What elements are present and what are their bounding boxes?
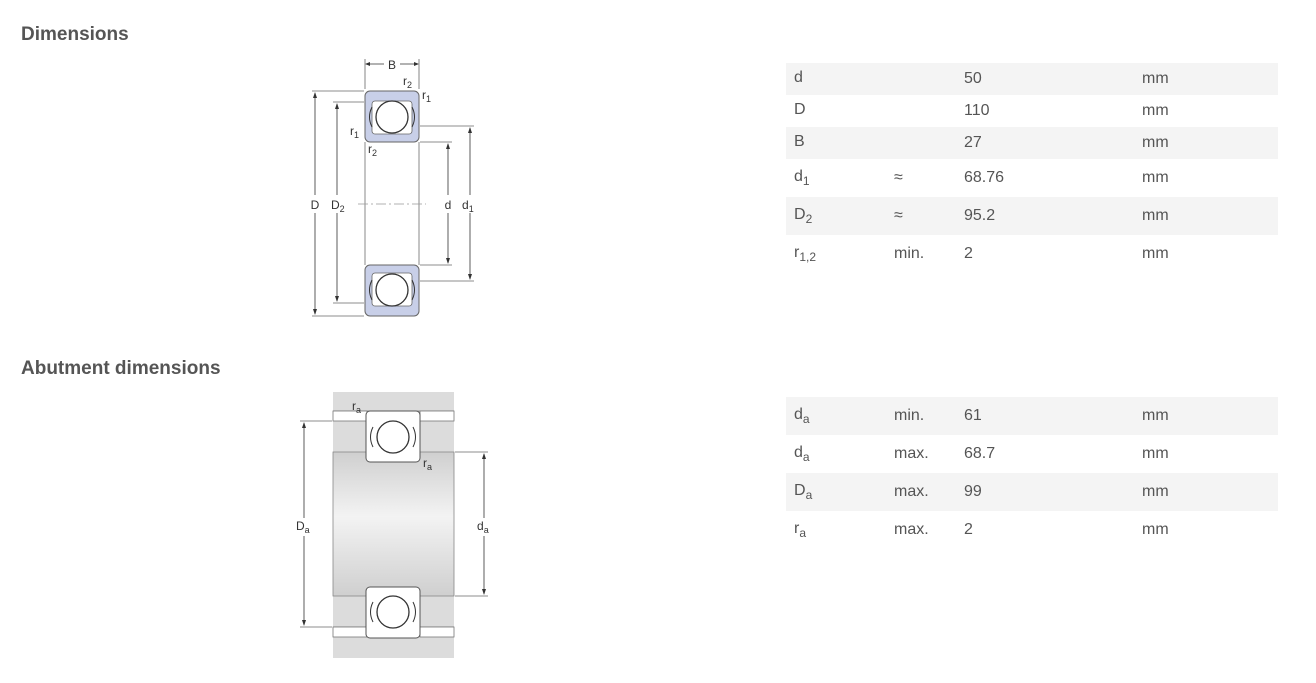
abutment-bearing-bottom — [365, 586, 421, 639]
dimension-unit: mm — [1134, 63, 1278, 95]
dimension-value: 95.2 — [956, 197, 1134, 235]
abutment-value: 99 — [956, 473, 1134, 511]
dimension-symbol: B — [786, 127, 886, 159]
abutment-value: 68.7 — [964, 445, 996, 462]
dimension-qualifier: ≈ — [894, 169, 903, 186]
dimension-row-d2: D2 ≈ 95.2 mm — [786, 197, 1278, 235]
dimension-qualifier — [886, 63, 956, 95]
abutment-qualifier: max. — [886, 473, 956, 511]
dimension-qualifier — [886, 127, 956, 159]
dimension-row-d: d 50 mm — [786, 63, 1278, 95]
dimension-value: 68.76 — [964, 169, 1005, 186]
abutment-value: 2 — [964, 521, 973, 538]
abutment-row-ra: ra max. 2 mm — [786, 511, 1278, 549]
dimension-qualifier: min. — [894, 245, 925, 262]
dimension-symbol: d1 — [794, 168, 810, 188]
dimension-unit: mm — [1142, 245, 1169, 262]
label-bore-diameter: d — [445, 198, 452, 212]
dimension-symbol: D2 — [786, 197, 886, 235]
abutment-bearing-top — [365, 410, 421, 463]
label-b: B — [388, 58, 396, 72]
bearing-dimensions-diagram: B r2 r1 r1 r2 D D2 d d1 — [311, 58, 474, 317]
abutment-value: 61 — [956, 397, 1134, 435]
dimensions-table: d 50 mm D 110 mm B 27 mm d1 ≈ 68.76 mm D… — [786, 63, 1278, 273]
label-d2: D2 — [331, 198, 345, 214]
label-r2-side: r2 — [368, 142, 377, 158]
dimension-unit: mm — [1134, 197, 1278, 235]
abutment-unit: mm — [1142, 521, 1169, 538]
dimension-row-d1: d1 ≈ 68.76 mm — [786, 159, 1278, 197]
label-ra-shaft: ra — [423, 456, 432, 472]
abutment-symbol: Da — [786, 473, 886, 511]
label-r1-side: r1 — [350, 124, 359, 140]
dimension-symbol: d — [786, 63, 886, 95]
dimension-row-outer-d: D 110 mm — [786, 95, 1278, 127]
label-d1: d1 — [462, 198, 474, 214]
abutment-unit: mm — [1134, 473, 1278, 511]
label-da-housing: Da — [296, 519, 310, 535]
label-r1-top: r1 — [422, 88, 431, 104]
abutment-row-da-max: da max. 68.7 mm — [786, 435, 1278, 473]
abutment-unit: mm — [1134, 397, 1278, 435]
abutment-symbol: da — [794, 444, 810, 464]
abutment-qualifier: max. — [894, 445, 929, 462]
dimension-unit: mm — [1134, 127, 1278, 159]
dimension-row-b: B 27 mm — [786, 127, 1278, 159]
abutment-table: da min. 61 mm da max. 68.7 mm Da max. 99… — [786, 397, 1278, 549]
abutment-diagram: ra ra Da da — [296, 392, 489, 658]
abutment-dimensions-title: Abutment dimensions — [21, 358, 221, 379]
label-da-shaft: da — [477, 519, 489, 535]
abutment-unit: mm — [1142, 445, 1169, 462]
label-outer-diameter: D — [311, 198, 320, 212]
dimension-symbol: r1,2 — [794, 244, 817, 264]
dimensions-title: Dimensions — [21, 24, 129, 45]
abutment-qualifier: min. — [886, 397, 956, 435]
label-r2-top: r2 — [403, 74, 412, 90]
abutment-row-housing-da: Da max. 99 mm — [786, 473, 1278, 511]
dimension-qualifier: ≈ — [886, 197, 956, 235]
abutment-row-da-min: da min. 61 mm — [786, 397, 1278, 435]
dimension-unit: mm — [1142, 169, 1169, 186]
abutment-symbol: da — [786, 397, 886, 435]
dimension-value: 27 — [956, 127, 1134, 159]
dimension-qualifier — [886, 95, 956, 127]
label-ra-top: ra — [352, 399, 361, 415]
dimension-symbol: D — [794, 101, 806, 118]
dimension-row-r12: r1,2 min. 2 mm — [786, 235, 1278, 273]
bearing-section-top — [364, 90, 420, 143]
abutment-qualifier: max. — [894, 521, 929, 538]
dimension-value: 110 — [964, 102, 990, 119]
dimension-value: 2 — [964, 245, 973, 262]
dimension-unit: mm — [1142, 102, 1169, 119]
abutment-symbol: ra — [794, 520, 807, 540]
dimension-value: 50 — [956, 63, 1134, 95]
bearing-section-bottom — [364, 264, 420, 317]
